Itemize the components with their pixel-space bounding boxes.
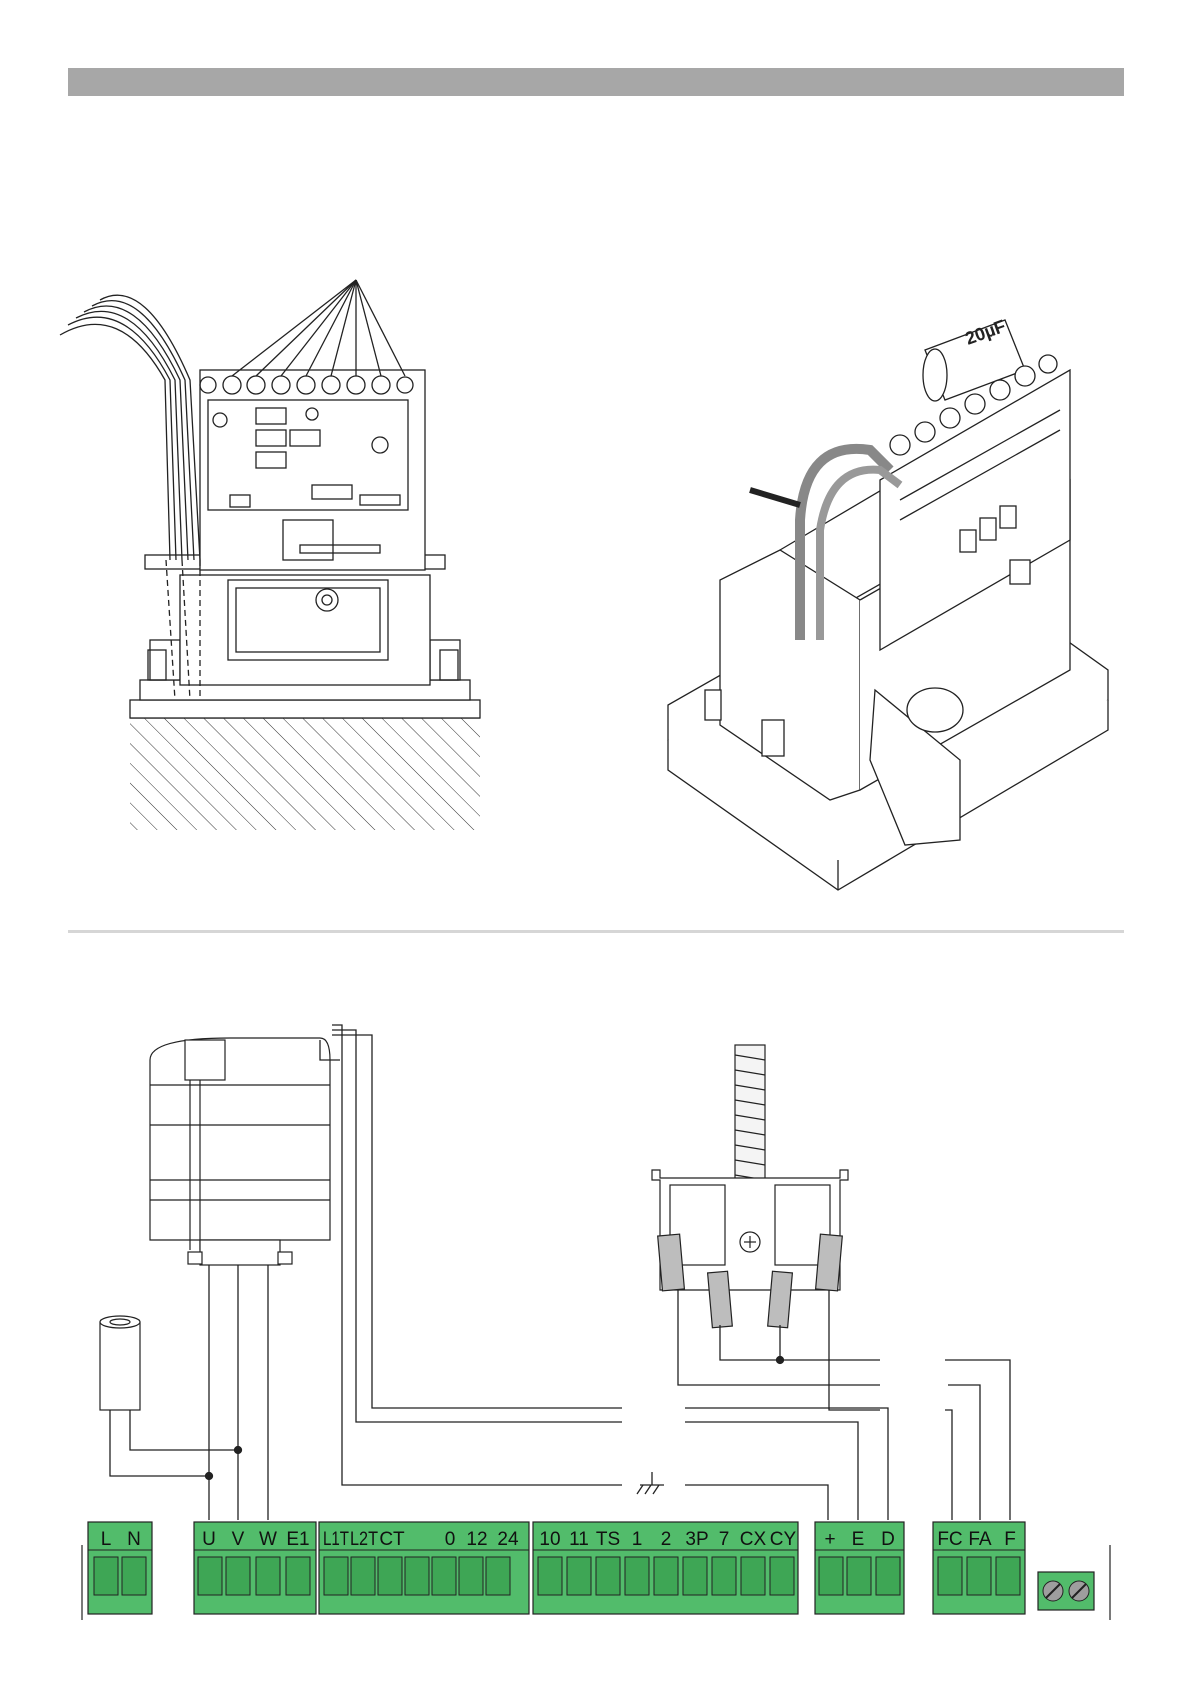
limit-switch-drawing <box>652 1045 848 1328</box>
terminal-label-3P: 3P <box>685 1529 708 1550</box>
terminal-label-24: 24 <box>497 1529 519 1550</box>
terminal-label-10: 10 <box>539 1529 560 1550</box>
terminal-label-plus: + <box>824 1529 835 1550</box>
isometric-view-drawing: 20µF <box>668 316 1108 890</box>
terminal-label-V: V <box>232 1529 245 1550</box>
motor-drawing <box>150 1038 330 1265</box>
terminal-label-N: N <box>127 1529 141 1550</box>
terminal-label-0: 0 <box>445 1529 456 1550</box>
terminal-block-lamps: L1T L2T CT 0 12 24 <box>319 1522 529 1614</box>
terminal-label-11: 11 <box>569 1529 589 1550</box>
terminal-block-limit-switch: FC FA F <box>933 1522 1025 1614</box>
terminal-label-FC: FC <box>937 1529 962 1550</box>
screw-terminal <box>1038 1572 1094 1610</box>
terminal-label-7: 7 <box>719 1529 730 1550</box>
terminal-label-L1T: L1T <box>323 1529 349 1550</box>
terminal-label-F: F <box>1004 1529 1016 1550</box>
terminal-label-CT: CT <box>379 1529 405 1550</box>
terminal-label-CX: CX <box>740 1529 767 1550</box>
terminal-label-D: D <box>881 1529 895 1550</box>
terminal-label-L: L <box>101 1529 112 1550</box>
terminal-block-motor: U V W E1 <box>194 1522 316 1614</box>
terminal-label-L2T: L2T <box>350 1529 378 1550</box>
terminal-label-12: 12 <box>466 1529 487 1550</box>
terminal-block-power: L N <box>88 1522 152 1614</box>
terminal-label-U: U <box>202 1529 216 1550</box>
capacitor-drawing <box>100 1316 140 1410</box>
terminal-label-W: W <box>259 1529 277 1550</box>
terminal-label-FA: FA <box>968 1529 992 1550</box>
terminal-block-controls: 10 11 TS 1 2 3P 7 CX CY <box>533 1522 798 1614</box>
front-view-drawing <box>60 280 480 830</box>
terminal-label-TS: TS <box>596 1529 620 1550</box>
terminal-label-CY: CY <box>770 1529 797 1550</box>
terminal-label-E1: E1 <box>286 1529 309 1550</box>
terminal-label-2: 2 <box>661 1529 672 1550</box>
terminal-label-1: 1 <box>632 1529 643 1550</box>
terminal-block-encoder: + E D <box>815 1522 904 1614</box>
terminal-label-E: E <box>852 1529 865 1550</box>
